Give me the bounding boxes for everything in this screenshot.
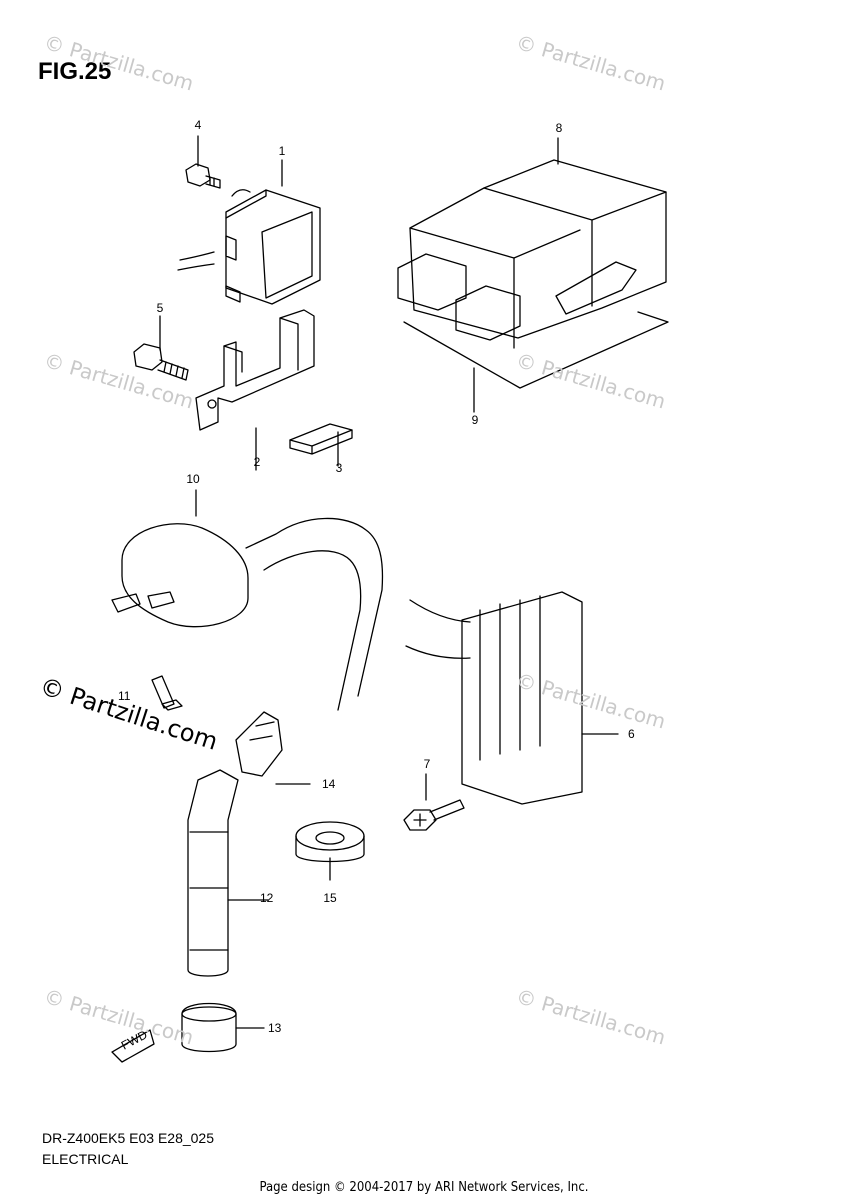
part-8-cdi-unit[interactable] bbox=[397, 159, 667, 349]
callout-14: 14 bbox=[322, 777, 336, 791]
part-13-ring[interactable] bbox=[181, 1002, 237, 1053]
callout-2: 2 bbox=[254, 455, 261, 469]
callout-7: 7 bbox=[424, 757, 431, 771]
callout-5: 5 bbox=[157, 301, 164, 315]
part-9-pad[interactable] bbox=[403, 311, 669, 389]
diagram-code: DR-Z400EK5 E03 E28_025 bbox=[42, 1130, 214, 1146]
callout-6: 6 bbox=[628, 727, 635, 741]
part-6-rectifier[interactable] bbox=[405, 591, 583, 805]
part-2-bracket[interactable] bbox=[195, 309, 315, 431]
callout-10: 10 bbox=[186, 472, 200, 486]
part-4-bolt[interactable] bbox=[185, 163, 221, 189]
footer-credit: Page design © 2004-2017 by ARI Network S… bbox=[259, 1180, 589, 1195]
part-14-cap[interactable] bbox=[235, 711, 283, 777]
fwd-arrow-icon bbox=[111, 1029, 155, 1063]
part-5-bolt[interactable] bbox=[133, 343, 189, 381]
part-12-plug-cap[interactable] bbox=[187, 769, 239, 977]
part-11-screw[interactable] bbox=[151, 675, 183, 711]
callout-11: 11 bbox=[118, 689, 131, 703]
part-15-grommet[interactable] bbox=[295, 821, 365, 863]
callout-4: 4 bbox=[195, 118, 202, 132]
callout-12: 12 bbox=[260, 891, 274, 905]
callout-13: 13 bbox=[268, 1021, 282, 1035]
part-7-bolt[interactable] bbox=[403, 799, 465, 831]
callout-15: 15 bbox=[323, 891, 337, 905]
callout-1: 1 bbox=[279, 144, 286, 158]
callout-9: 9 bbox=[472, 413, 479, 427]
callout-3: 3 bbox=[336, 461, 343, 475]
section-title: ELECTRICAL bbox=[42, 1151, 129, 1167]
part-1-relay[interactable] bbox=[177, 189, 321, 305]
figure-title: FIG.25 bbox=[38, 58, 112, 85]
callout-8: 8 bbox=[556, 121, 563, 135]
part-10-ignition-coil[interactable] bbox=[111, 517, 384, 711]
part-3-block[interactable] bbox=[289, 423, 353, 455]
